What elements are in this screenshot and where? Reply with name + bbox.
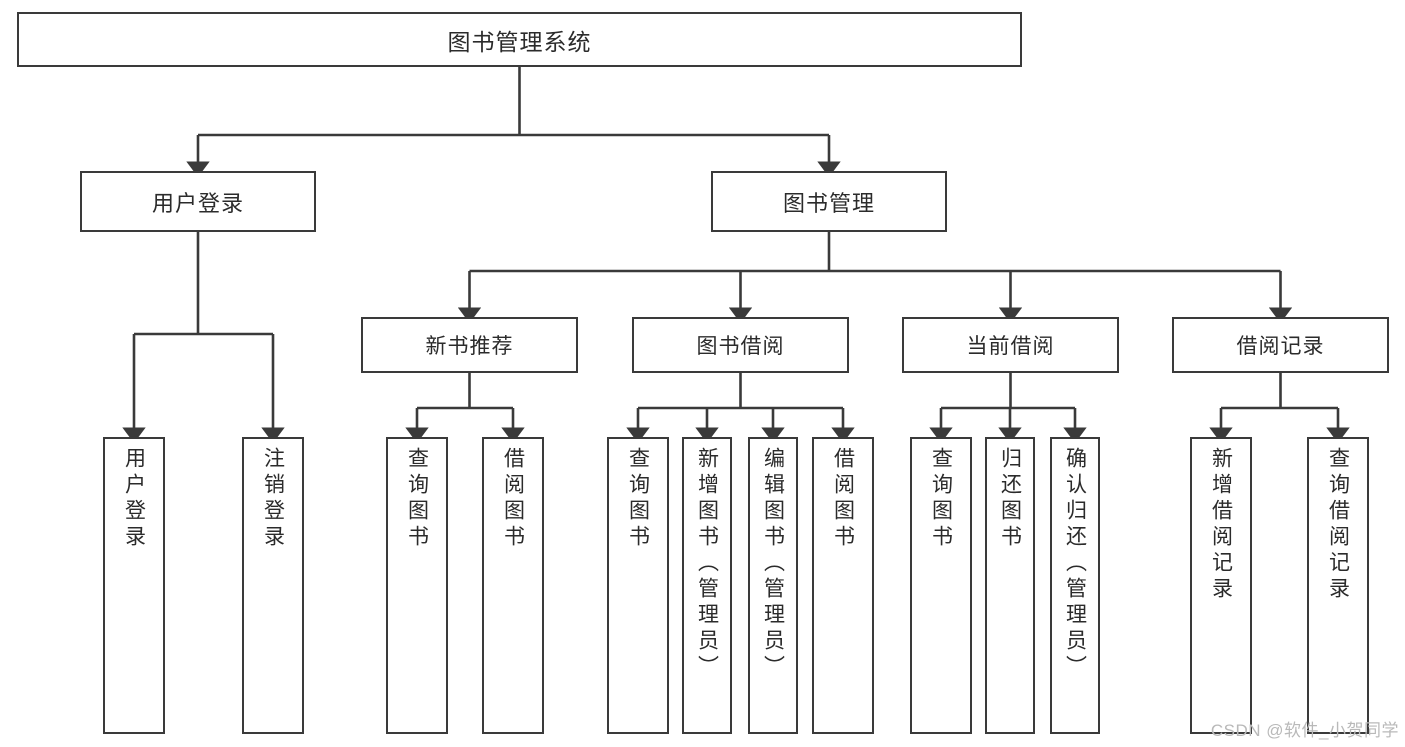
node-leaf-return-book[interactable]: 归还图书: [985, 437, 1035, 734]
node-label-leaf-borrow-book-1: 借阅图书: [501, 447, 525, 551]
node-current-borrow[interactable]: 当前借阅: [902, 317, 1119, 373]
node-user-login[interactable]: 用户登录: [80, 171, 316, 232]
node-root[interactable]: 图书管理系统: [17, 12, 1022, 67]
node-leaf-add-book[interactable]: 新增图书（管理员）: [682, 437, 732, 734]
node-leaf-query-book-2[interactable]: 查询图书: [607, 437, 669, 734]
node-leaf-borrow-book-2[interactable]: 借阅图书: [812, 437, 874, 734]
node-leaf-confirm-return[interactable]: 确认归还（管理员）: [1050, 437, 1100, 734]
node-label-new-book-rec: 新书推荐: [425, 335, 514, 358]
node-label-current-borrow: 当前借阅: [966, 335, 1055, 358]
node-label-book-borrow: 图书借阅: [696, 335, 785, 358]
node-label-leaf-query-book-2: 查询图书: [626, 447, 650, 551]
node-book-manage[interactable]: 图书管理: [711, 171, 947, 232]
node-leaf-borrow-book-1[interactable]: 借阅图书: [482, 437, 544, 734]
node-label-leaf-borrow-book-2: 借阅图书: [831, 447, 855, 551]
node-label-leaf-query-book-3: 查询图书: [929, 447, 953, 551]
node-book-borrow[interactable]: 图书借阅: [632, 317, 849, 373]
node-label-leaf-edit-book: 编辑图书（管理员）: [761, 447, 785, 681]
node-leaf-query-book-3[interactable]: 查询图书: [910, 437, 972, 734]
node-leaf-logout[interactable]: 注销登录: [242, 437, 304, 734]
csdn-watermark: CSDN @软件_小贺同学: [1210, 721, 1399, 740]
node-label-leaf-user-login: 用户登录: [122, 447, 146, 551]
node-label-leaf-logout: 注销登录: [261, 447, 285, 551]
node-leaf-query-record[interactable]: 查询借阅记录: [1307, 437, 1369, 734]
node-leaf-add-record[interactable]: 新增借阅记录: [1190, 437, 1252, 734]
node-label-leaf-return-book: 归还图书: [998, 447, 1022, 551]
node-label-user-login: 用户登录: [151, 190, 244, 216]
node-leaf-query-book-1[interactable]: 查询图书: [386, 437, 448, 734]
node-label-leaf-query-book-1: 查询图书: [405, 447, 429, 551]
node-new-book-rec[interactable]: 新书推荐: [361, 317, 578, 373]
node-borrow-record[interactable]: 借阅记录: [1172, 317, 1389, 373]
node-label-borrow-record: 借阅记录: [1236, 335, 1325, 358]
node-label-root: 图书管理系统: [447, 28, 592, 55]
node-label-book-manage: 图书管理: [782, 190, 875, 216]
node-label-leaf-confirm-return: 确认归还（管理员）: [1063, 447, 1087, 681]
node-label-leaf-add-book: 新增图书（管理员）: [695, 447, 719, 681]
node-label-leaf-query-record: 查询借阅记录: [1326, 447, 1350, 603]
node-leaf-edit-book[interactable]: 编辑图书（管理员）: [748, 437, 798, 734]
node-label-leaf-add-record: 新增借阅记录: [1209, 447, 1233, 603]
node-leaf-user-login[interactable]: 用户登录: [103, 437, 165, 734]
